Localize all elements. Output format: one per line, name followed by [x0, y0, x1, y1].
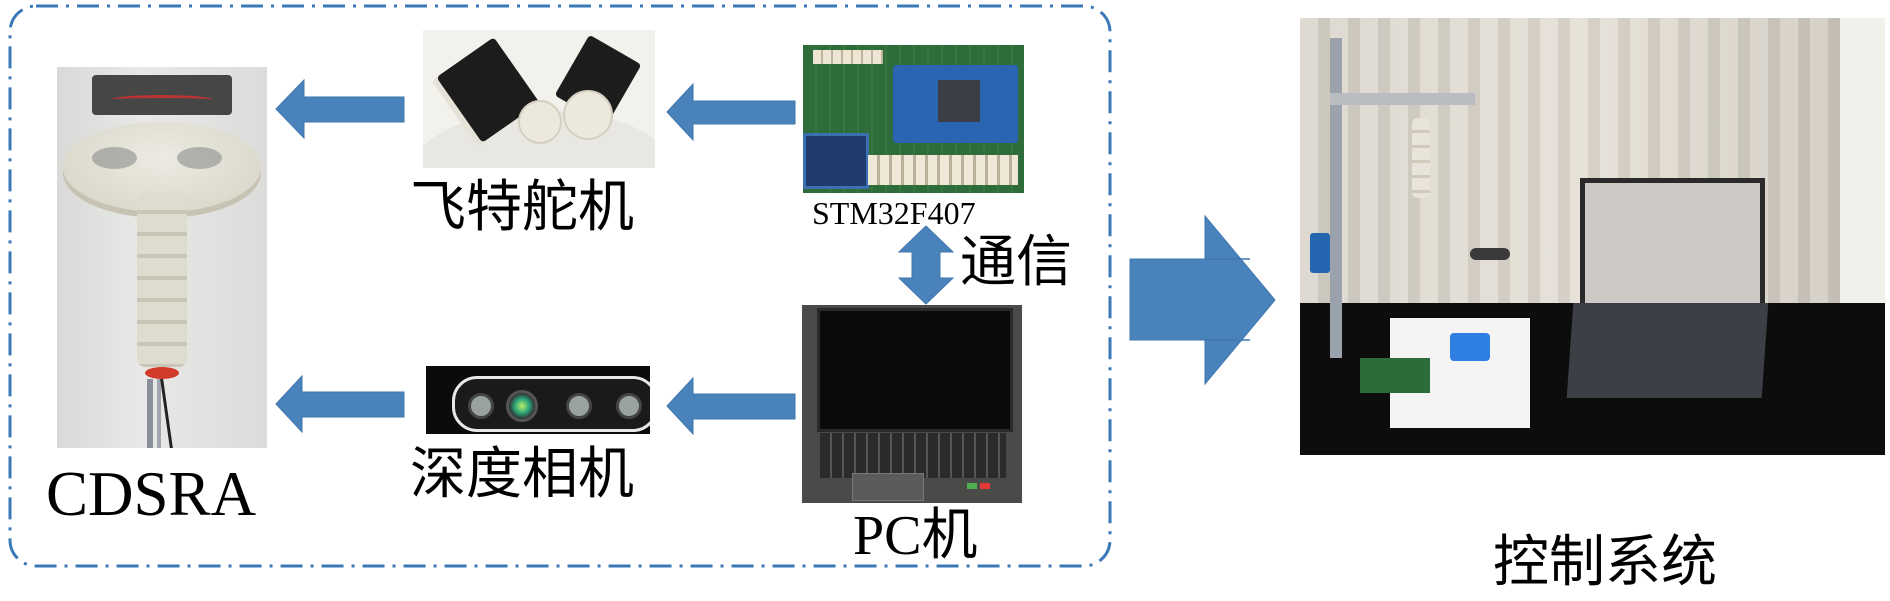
control-system-photo: [1300, 18, 1885, 455]
servo-photo: [423, 30, 655, 168]
arrow-mcu-to-servo: [666, 82, 796, 142]
arrow-bidirectional-comm: [897, 225, 955, 305]
pc-laptop-photo: [802, 305, 1022, 503]
label-control-system: 控制系统: [1493, 532, 1717, 594]
arrow-pc-to-camera: [666, 376, 796, 436]
label-pc: PC机: [853, 505, 978, 567]
arrow-camera-to-cdsra: [275, 374, 405, 434]
cdsra-photo: [57, 67, 267, 448]
label-stm32: STM32F407: [812, 195, 976, 231]
label-cdsra: CDSRA: [46, 459, 257, 529]
label-servo: 飞特舵机: [410, 177, 634, 239]
stm32-board-photo: [803, 45, 1024, 193]
arrow-servo-to-cdsra: [275, 78, 405, 140]
label-depth-camera: 深度相机: [410, 444, 634, 506]
label-comm: 通信: [960, 232, 1072, 294]
depth-camera-photo: [426, 366, 650, 434]
arrow-group-to-system: [1129, 214, 1276, 386]
